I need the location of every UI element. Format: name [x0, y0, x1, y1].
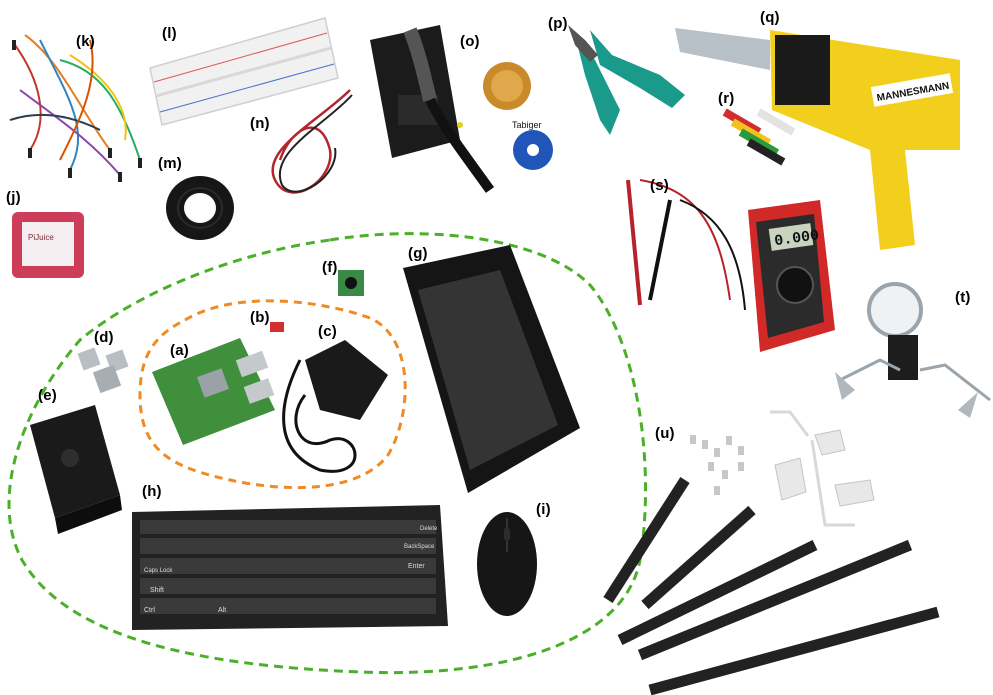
label-m: (m)	[158, 155, 182, 172]
label-p: (p)	[548, 15, 568, 32]
electrical-tape	[166, 176, 234, 240]
label-j: (j)	[6, 189, 21, 206]
label-u: (u)	[655, 425, 675, 442]
key-enter: Enter	[408, 563, 425, 570]
key-delete: Delete	[420, 526, 438, 532]
label-i: (i)	[536, 501, 551, 518]
flush-cut-pliers	[568, 25, 685, 135]
label-t: (t)	[955, 289, 971, 306]
aluminium-extrusion-kit	[603, 410, 940, 695]
label-g: (g)	[408, 245, 428, 262]
heatsinks	[77, 347, 129, 394]
touchscreen-display	[403, 245, 580, 493]
label-d: (d)	[94, 329, 114, 346]
label-k: (k)	[76, 33, 95, 50]
camera-module	[338, 270, 364, 296]
solder-flux-jar	[483, 62, 531, 110]
label-s: (s)	[650, 177, 669, 194]
label-c: (c)	[318, 323, 337, 340]
green-dashed-boundary	[7, 232, 648, 675]
raspberry-logo-icon	[61, 449, 79, 467]
label-l: (l)	[162, 25, 177, 42]
raspberry-pi-board	[152, 338, 275, 445]
key-ctrl: Ctrl	[144, 607, 155, 614]
label-f: (f)	[322, 259, 338, 276]
key-alt: Alt	[218, 607, 226, 614]
power-adapter	[282, 340, 388, 473]
heat-shrink-tubing	[722, 108, 796, 166]
label-n: (n)	[250, 115, 270, 132]
label-q: (q)	[760, 9, 780, 26]
label-e: (e)	[38, 387, 57, 404]
jumper-wires	[9, 34, 142, 182]
label-o: (o)	[460, 33, 480, 50]
power-adapter-icon	[305, 340, 388, 420]
wireless-keyboard: Enter Delete BackSpace Caps Lock Shift C…	[132, 505, 448, 630]
label-h: (h)	[142, 483, 162, 500]
key-caps: Caps Lock	[144, 568, 173, 574]
multimeter-display: 0.000	[773, 227, 820, 250]
hat-brand-text: PiJuice	[28, 233, 54, 242]
heat-gun: MANNESMANN	[675, 28, 960, 250]
orange-dashed-boundary	[138, 299, 407, 490]
wireless-mouse	[477, 512, 537, 616]
solder-wick-spool: Tabiger	[512, 120, 553, 170]
label-b: (b)	[250, 309, 270, 326]
pijuice-hat: PiJuice	[12, 212, 84, 278]
soldering-station	[370, 25, 495, 193]
microsd-card	[270, 322, 284, 332]
red-black-wire	[271, 89, 353, 194]
label-a: (a)	[170, 342, 189, 359]
key-backspace: BackSpace	[404, 544, 435, 550]
raspberry-pi-case	[30, 405, 122, 534]
breadboard	[149, 17, 339, 126]
digital-multimeter: 0.000	[626, 179, 835, 352]
key-shift: Shift	[150, 587, 164, 594]
solder-wick-brand: Tabiger	[512, 120, 542, 130]
label-r: (r)	[718, 90, 734, 107]
helping-hands-magnifier	[835, 282, 991, 418]
